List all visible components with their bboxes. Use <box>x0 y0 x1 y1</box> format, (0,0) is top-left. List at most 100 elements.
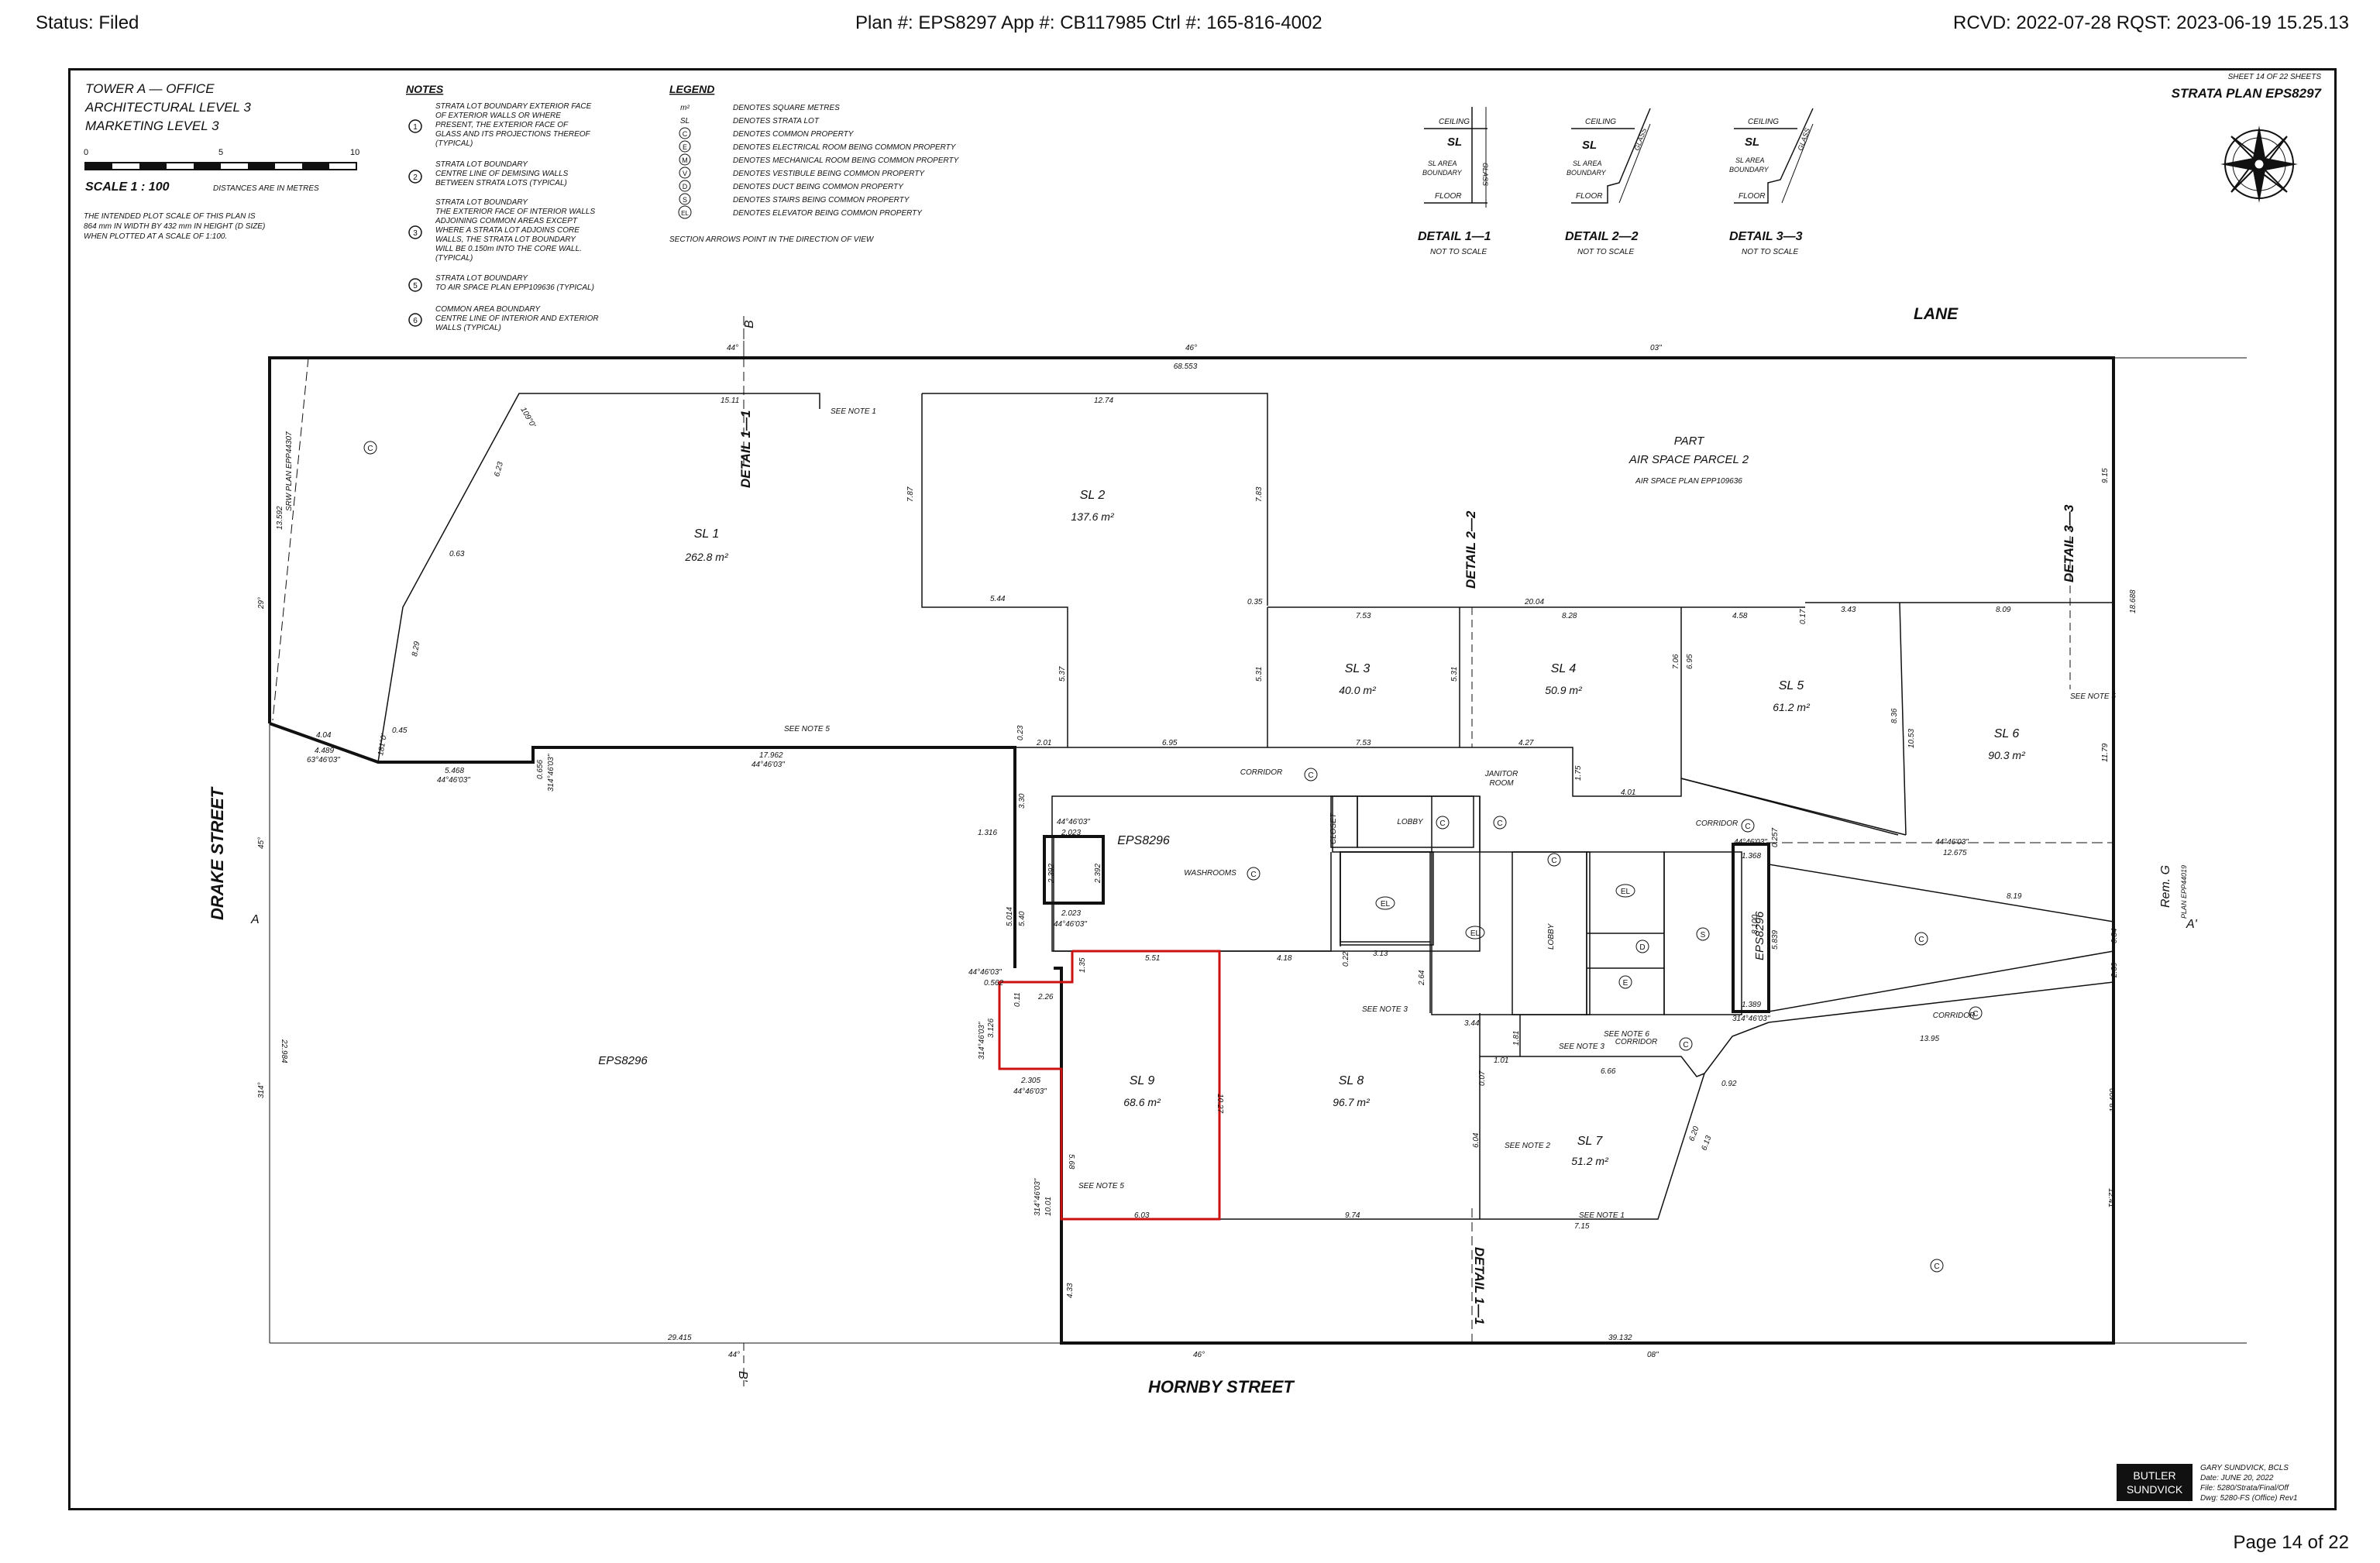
dimension: 2.392 <box>1094 864 1102 884</box>
washrooms-label: WASHROOMS <box>1184 869 1236 878</box>
lot-label-sl4: SL 4 <box>1551 662 1577 675</box>
dimension: 0.35 <box>1247 598 1263 606</box>
dimension: 1.389 <box>1742 1001 1761 1009</box>
detail-ceiling-label: CEILING <box>1439 118 1470 126</box>
see-note-5: SEE NOTE 5 <box>1078 1182 1124 1190</box>
legend-text: DENOTES MECHANICAL ROOM BEING COMMON PRO… <box>733 156 960 165</box>
detail-2-2: CEILING SL SL AREA BOUNDARY FLOOR GLASS … <box>1565 108 1651 256</box>
filing-status: Status: Filed <box>36 12 139 33</box>
dimension: 29° <box>257 597 266 610</box>
note-1-line: OF EXTERIOR WALLS OR WHERE <box>435 112 561 120</box>
dimension: 6.04 <box>1472 1132 1481 1148</box>
lot-label-sl9: SL 9 <box>1130 1074 1155 1087</box>
note-3-line: (TYPICAL) <box>435 254 473 263</box>
dimension: 314° <box>257 1082 266 1098</box>
dimension: 7.53 <box>1356 739 1371 747</box>
dimension: 2.392 <box>1047 864 1056 884</box>
dimension: 0.92 <box>1721 1080 1737 1088</box>
sl9-boundary <box>998 950 1221 1221</box>
dimension: 6.66 <box>1601 1067 1616 1076</box>
detail-subtitle: NOT TO SCALE <box>1577 248 1634 256</box>
dimension: 2.023 <box>1061 829 1081 837</box>
notes-block: NOTES 1 STRATA LOT BOUNDARY EXTERIOR FAC… <box>406 83 599 332</box>
dimension: 18.688 <box>2129 589 2138 613</box>
section-arrows-note: SECTION ARROWS POINT IN THE DIRECTION OF… <box>669 235 875 244</box>
hornby-street-label: HORNBY STREET <box>1148 1377 1295 1396</box>
dimension: 8.36 <box>1890 708 1899 723</box>
plot-note-3: WHEN PLOTTED AT A SCALE OF 1:100. <box>84 232 227 241</box>
dimension: 6.20 <box>1687 1125 1701 1142</box>
dimension: 8.100 <box>1751 915 1759 934</box>
dimension: 17.962 <box>759 751 783 760</box>
dimension: 5.51 <box>1145 954 1160 963</box>
dimension: 45° <box>257 837 266 849</box>
dimension: 44°46'03" <box>968 968 1002 977</box>
detail-ceiling-label: CEILING <box>1748 118 1779 126</box>
note-3-line: WILL BE 0.150m INTO THE CORE WALL. <box>435 245 582 253</box>
dimension: 5.468 <box>445 767 464 775</box>
dimension: 44°46'03" <box>1057 818 1090 826</box>
detail-title: DETAIL 1—1 <box>1418 230 1491 243</box>
note-1-num: 1 <box>413 123 418 132</box>
dimension: 1.01 <box>1494 1056 1508 1065</box>
common-marker: C <box>1551 857 1556 865</box>
dimension: 5.37 <box>1058 666 1067 682</box>
dimension: 15.11 <box>721 397 739 405</box>
dimension: 18.490 <box>2109 1088 2117 1112</box>
see-note-3: SEE NOTE 3 <box>1362 1005 1408 1014</box>
legend-text: DENOTES STRATA LOT <box>733 117 820 125</box>
dimension: 2.39 <box>2110 962 2119 978</box>
legend-symbol: E <box>683 143 687 151</box>
section-a2-tag: A' <box>2186 918 2198 931</box>
dimension: 39.132 <box>1608 1334 1632 1342</box>
note-2-line: STRATA LOT BOUNDARY <box>435 160 528 169</box>
dimension: 8.29 <box>411 641 421 658</box>
dimension: 6.23 <box>493 461 505 478</box>
detail-ceiling-label: CEILING <box>1585 118 1616 126</box>
surveyor-line: Date: JUNE 20, 2022 <box>2200 1474 2274 1482</box>
airspace-line-2: AIR SPACE PARCEL 2 <box>1629 453 1749 466</box>
dimension: 3.126 <box>987 1019 996 1038</box>
dimension: 7.15 <box>1574 1222 1590 1231</box>
plan-linework <box>268 316 2247 1386</box>
detail-floor-label: FLOOR <box>1576 192 1602 201</box>
detail-glass-label: GLASS <box>1632 127 1648 152</box>
section-b2-tag: B' <box>736 1371 749 1383</box>
legend-symbol: V <box>683 170 687 177</box>
note-3-line: WHERE A STRATA LOT ADJOINS CORE <box>435 226 580 235</box>
corridor-label: CORRIDOR <box>1696 819 1738 828</box>
detail-sl-label: SL <box>1745 136 1759 149</box>
legend-symbol: S <box>683 196 687 204</box>
detail-3-3: CEILING SL SL AREA BOUNDARY FLOOR GLASS … <box>1729 108 1814 256</box>
section-a-tag: A <box>250 913 260 926</box>
dimension: 8.19 <box>2007 892 2022 901</box>
srw-plan-label: SRW PLAN EPP44307 <box>285 431 294 511</box>
dimension: 13.592 <box>276 506 284 530</box>
surveyor-line: GARY SUNDVICK, BCLS <box>2200 1464 2289 1472</box>
dimension: 12.675 <box>1943 849 1967 857</box>
dimension: 68.553 <box>1174 362 1198 371</box>
dimension: 1.316 <box>978 829 997 837</box>
legend-text: DENOTES STAIRS BEING COMMON PROPERTY <box>733 196 910 204</box>
detail-1-1: CEILING SL SL AREA BOUNDARY FLOOR GLASS … <box>1418 107 1491 256</box>
firm-logo-line-1: BUTLER <box>2133 1469 2175 1482</box>
dimension: 44° <box>728 1351 740 1359</box>
dimension: 181°0' <box>377 733 389 757</box>
dimension: 44°46'03" <box>1054 920 1087 929</box>
dimension: 314°46'03" <box>978 1022 986 1060</box>
common-marker: C <box>1745 823 1750 831</box>
dimension: 1.75 <box>1574 765 1583 781</box>
lot-label-sl7: SL 7 <box>1577 1135 1604 1148</box>
dimension: 6.95 <box>1686 654 1694 669</box>
detail-1-1-tag: DETAIL 1—1 <box>1472 1247 1487 1324</box>
dimension: 03" <box>1650 344 1662 352</box>
lane-label: LANE <box>1914 305 1959 323</box>
dimension: 22.984 <box>280 1039 288 1063</box>
detail-3-3-tag: DETAIL 3—3 <box>2062 504 2076 582</box>
airspace-line-3: AIR SPACE PLAN EPP109636 <box>1635 477 1742 486</box>
legend-text: DENOTES DUCT BEING COMMON PROPERTY <box>733 183 904 191</box>
lot-area-sl8: 96.7 m² <box>1333 1096 1371 1108</box>
plot-note-2: 864 mm IN WIDTH BY 432 mm IN HEIGHT (D S… <box>84 222 265 231</box>
dimension: 3.44 <box>1464 1019 1480 1028</box>
see-note-3: SEE NOTE 3 <box>1559 1043 1604 1051</box>
